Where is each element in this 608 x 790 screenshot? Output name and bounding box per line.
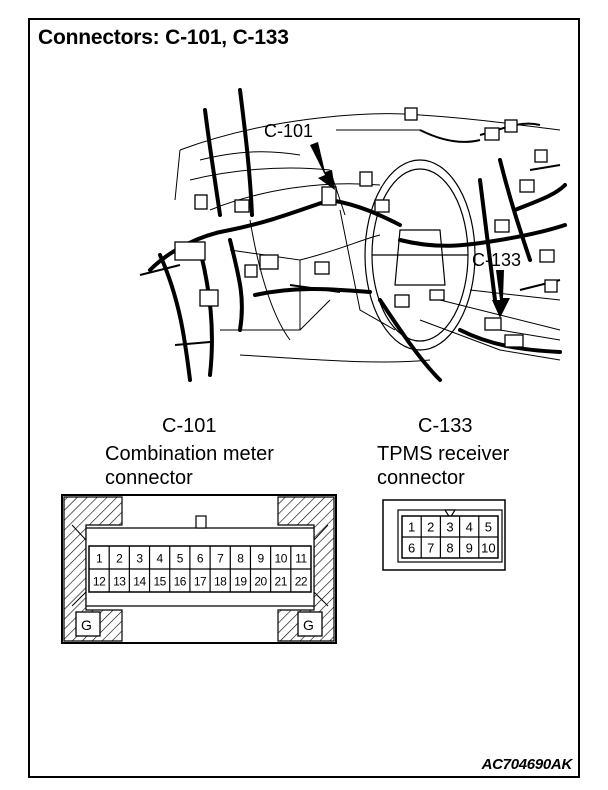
c133-pin-10: 10 (481, 541, 495, 556)
c101-pin-18: 18 (214, 575, 227, 589)
c133-pin-7: 7 (427, 541, 434, 556)
arrow-c133 (492, 270, 510, 318)
c101-pin-6: 6 (197, 552, 204, 566)
c133-pin-5: 5 (485, 520, 492, 535)
c101-pin-9: 9 (257, 552, 264, 566)
c101-desc-line1: Combination meter (105, 443, 274, 465)
c101-label: C-101 (162, 415, 217, 437)
c133-pin-3: 3 (446, 520, 453, 535)
c101-pin-20: 20 (254, 575, 267, 589)
c101-ground-label-left: G (81, 617, 92, 633)
c101-pin-15: 15 (153, 575, 166, 589)
steering-wheel (364, 159, 476, 351)
c133-pin-8: 8 (446, 541, 453, 556)
c133-label: C-133 (418, 415, 473, 437)
c101-pin-5: 5 (177, 552, 184, 566)
figure-frame (28, 18, 580, 778)
c101-pin-4: 4 (157, 552, 164, 566)
c101-pin-17: 17 (194, 575, 207, 589)
c101-pin-14: 14 (133, 575, 146, 589)
c101-pin-13: 13 (113, 575, 126, 589)
arrow-c101 (310, 142, 335, 190)
c133-pin-2: 2 (427, 520, 434, 535)
c101-pin-21: 21 (275, 575, 288, 589)
wire-harness (148, 88, 567, 382)
c101-pin-19: 19 (234, 575, 247, 589)
c101-pin-3: 3 (136, 552, 143, 566)
figure-code: AC704690AK (481, 756, 573, 773)
c101-pin-16: 16 (174, 575, 187, 589)
c101-pin-1: 1 (96, 552, 103, 566)
c101-latch (195, 515, 207, 529)
c133-pin-4: 4 (466, 520, 473, 535)
c101-ground-left (75, 611, 101, 637)
c101-pin-10: 10 (275, 552, 288, 566)
page-title: Connectors: C-101, C-133 (38, 26, 289, 49)
c101-pin-12: 12 (93, 575, 106, 589)
c101-ground-right (297, 611, 323, 637)
c101-pin-2: 2 (116, 552, 123, 566)
c101-wall-left (63, 496, 123, 642)
callout-c133: C-133 (472, 250, 521, 270)
c101-ground-label-right: G (303, 617, 314, 633)
callout-c101: C-101 (264, 121, 313, 141)
c101-pin-8: 8 (237, 552, 244, 566)
c101-pin-22: 22 (295, 575, 308, 589)
harness-connectors (174, 107, 558, 348)
c133-pin-6: 6 (408, 541, 415, 556)
c101-pin-11: 11 (295, 552, 307, 566)
c101-desc-line2: connector (105, 467, 193, 489)
c133-pin-9: 9 (466, 541, 473, 556)
c133-desc-line1: TPMS receiver (377, 443, 510, 465)
c133-pin-1: 1 (408, 520, 415, 535)
c101-pin-7: 7 (217, 552, 224, 566)
c133-desc-line2: connector (377, 467, 465, 489)
c133-latch (443, 509, 457, 520)
